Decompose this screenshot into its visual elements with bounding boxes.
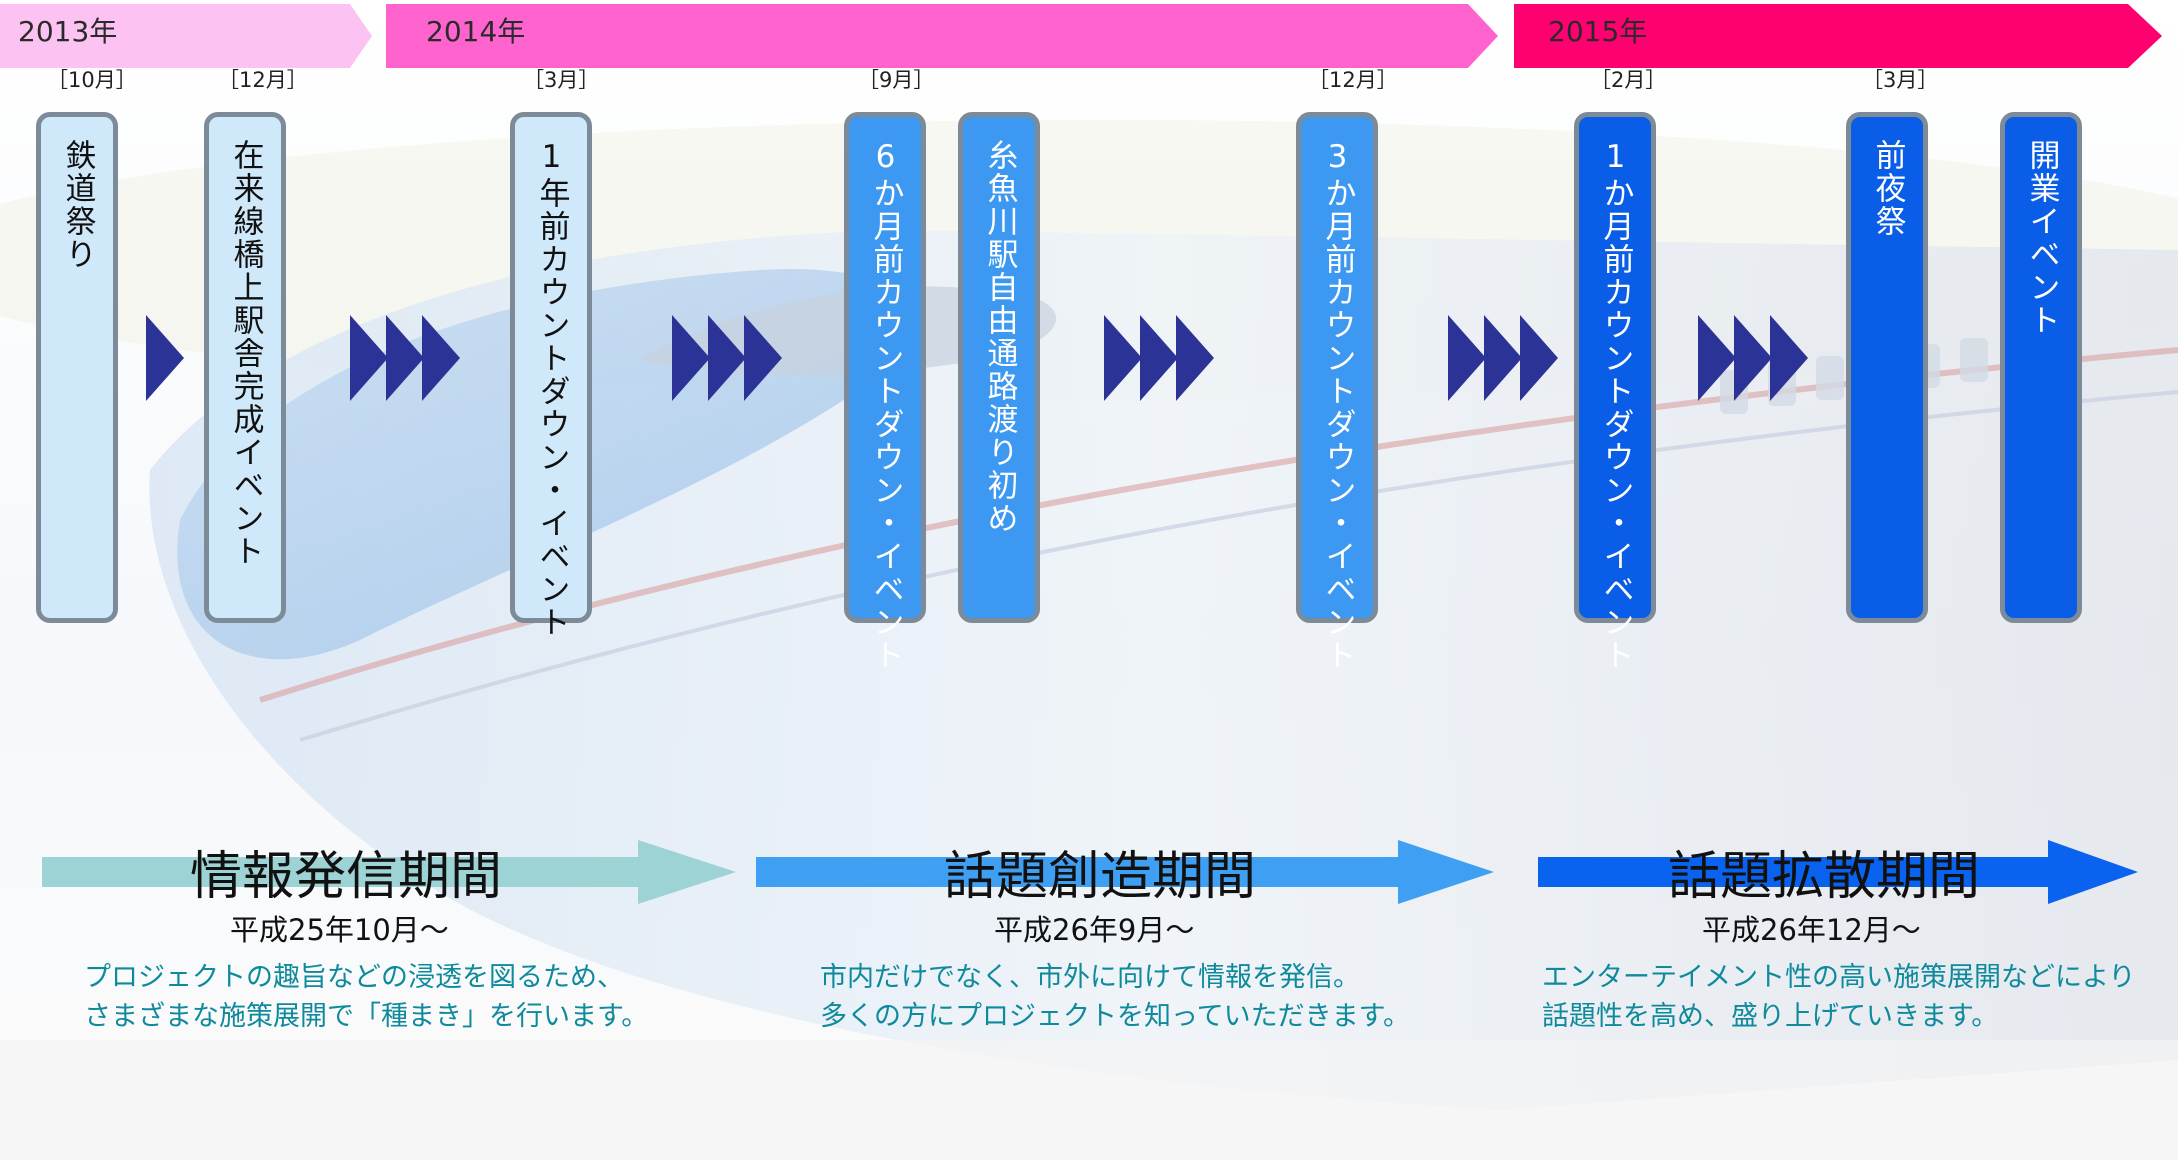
event-box: 1か月前カウントダウン・イベント bbox=[1574, 112, 1656, 672]
month-label: ［12月］ bbox=[1308, 68, 1398, 92]
event-box: 糸魚川駅自由通路渡り初め bbox=[958, 112, 1040, 623]
year-banner-2013: 2013年 bbox=[0, 4, 372, 68]
period-description-line: プロジェクトの趣旨などの浸透を図るため、 bbox=[84, 962, 624, 993]
period-description: プロジェクトの趣旨などの浸透を図るため、 さまざまな施策展開で「種まき」を行いま… bbox=[84, 958, 648, 1036]
year-banner-2014: 2014年 bbox=[386, 4, 1498, 68]
month-label: ［12月］ bbox=[218, 68, 308, 92]
period-description-line: さまざまな施策展開で「種まき」を行います。 bbox=[84, 1001, 649, 1033]
year-label: 2014年 bbox=[426, 15, 526, 48]
period-title: 話題拡散期間 bbox=[1668, 847, 1981, 907]
chevron-arrows-icon bbox=[350, 315, 460, 401]
period-title: 情報発信期間 bbox=[190, 847, 503, 907]
period-date: 平成26年12月～ bbox=[1702, 913, 1921, 947]
chevron-arrows-icon bbox=[1104, 315, 1214, 401]
period-description-line: エンターテイメント性の高い施策展開などにより bbox=[1542, 962, 2136, 993]
period-arrow-creation bbox=[756, 840, 1494, 904]
event-label: 6か月前カウントダウン・イベント bbox=[867, 139, 904, 672]
period-arrow-information bbox=[42, 840, 736, 904]
chevron-arrows-icon bbox=[1698, 315, 1808, 401]
chevron-arrows-icon bbox=[146, 315, 184, 401]
period-description-line: 話題性を高め、盛り上げていきます。 bbox=[1542, 1001, 1999, 1033]
month-label: ［3月］ bbox=[523, 68, 600, 92]
period-description-line: 市内だけでなく、市外に向けて情報を発信。 bbox=[820, 962, 1360, 993]
year-label: 2013年 bbox=[18, 15, 118, 48]
event-label: 開業イベント bbox=[2023, 139, 2060, 337]
event-box: 1年前カウントダウン・イベント bbox=[510, 112, 592, 639]
period-description-line: 多くの方にプロジェクトを知っていただきます。 bbox=[820, 1001, 1410, 1033]
month-label: ［2月］ bbox=[1590, 68, 1667, 92]
event-box: 6か月前カウントダウン・イベント bbox=[844, 112, 926, 672]
year-banner-2015: 2015年 bbox=[1514, 4, 2162, 68]
year-label: 2015年 bbox=[1548, 15, 1648, 48]
year-banner-shape bbox=[1514, 4, 2162, 68]
event-box: 3か月前カウントダウン・イベント bbox=[1296, 112, 1378, 672]
event-box: 前夜祭 bbox=[1846, 112, 1928, 623]
event-label: 3か月前カウントダウン・イベント bbox=[1319, 139, 1356, 672]
period-date: 平成26年9月～ bbox=[994, 913, 1195, 947]
month-label: ［3月］ bbox=[1862, 68, 1939, 92]
chevron-arrows-icon bbox=[672, 315, 782, 401]
event-label: 糸魚川駅自由通路渡り初め bbox=[981, 139, 1018, 535]
event-label: 1か月前カウントダウン・イベント bbox=[1597, 139, 1634, 672]
chevron-arrows-icon bbox=[1448, 315, 1558, 401]
event-label: 1年前カウントダウン・イベント bbox=[533, 139, 570, 639]
month-label: ［10月］ bbox=[47, 68, 137, 92]
event-label: 前夜祭 bbox=[1869, 139, 1906, 238]
event-label: 在来線橋上駅舎完成イベント bbox=[227, 139, 264, 568]
period-description: 市内だけでなく、市外に向けて情報を発信。 多くの方にプロジェクトを知っていただき… bbox=[820, 958, 1410, 1036]
year-banner-shape bbox=[0, 4, 372, 68]
period-date: 平成25年10月～ bbox=[230, 913, 449, 947]
event-box: 在来線橋上駅舎完成イベント bbox=[204, 112, 286, 623]
period-title: 話題創造期間 bbox=[944, 847, 1257, 907]
event-label: 鉄道祭り bbox=[59, 139, 96, 271]
period-description: エンターテイメント性の高い施策展開などにより 話題性を高め、盛り上げていきます。 bbox=[1542, 958, 2135, 1036]
year-banner-shape bbox=[386, 4, 1498, 68]
event-box: 開業イベント bbox=[2000, 112, 2082, 623]
month-label: ［9月］ bbox=[858, 68, 935, 92]
period-arrow-diffusion bbox=[1538, 840, 2138, 904]
event-box: 鉄道祭り bbox=[36, 112, 118, 623]
